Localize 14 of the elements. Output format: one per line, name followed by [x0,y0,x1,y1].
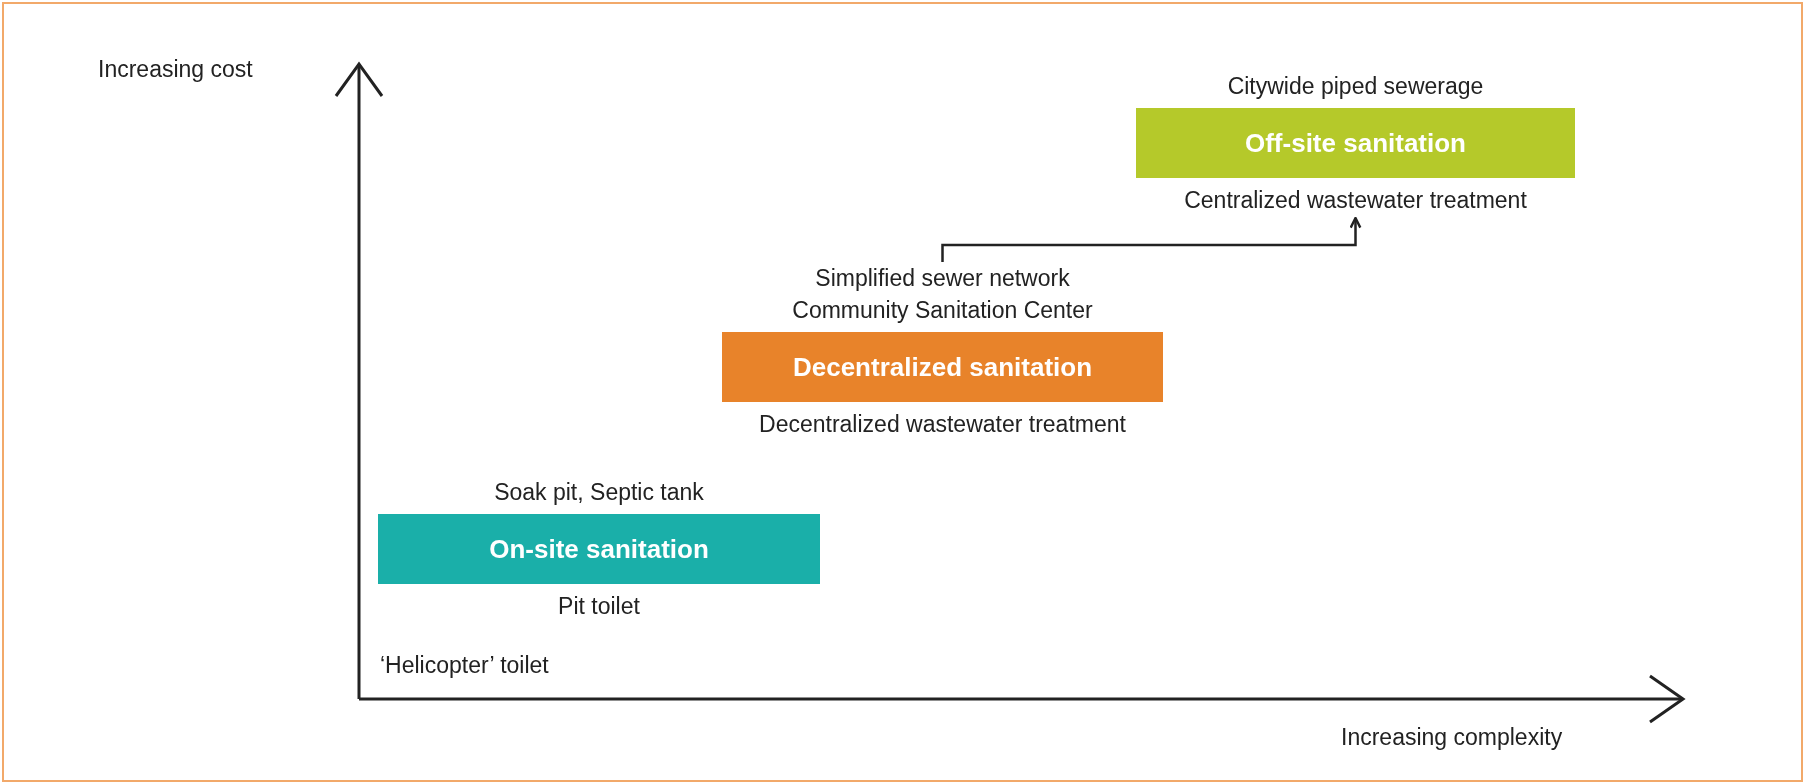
example-text: Citywide piped sewerage [1227,72,1484,100]
example-label: ‘Helicopter’ toilet [380,651,549,679]
example-text: Centralized wastewater treatment [1184,186,1527,214]
category-bar: On-site sanitation [378,514,820,584]
category-bar: Off-site sanitation [1136,108,1575,178]
axis-label: Increasing cost [98,55,253,83]
category-bar: Decentralized sanitation [722,332,1163,402]
example-text: Decentralized wastewater treatment [759,410,1126,438]
example-text: Pit toilet [558,592,640,620]
example-text: Soak pit, Septic tank [494,478,704,506]
example-text: Simplified sewer network [815,264,1070,292]
example-text: Community Sanitation Center [792,296,1093,324]
axis-label: Increasing complexity [1341,723,1563,751]
arrow [941,216,1362,262]
